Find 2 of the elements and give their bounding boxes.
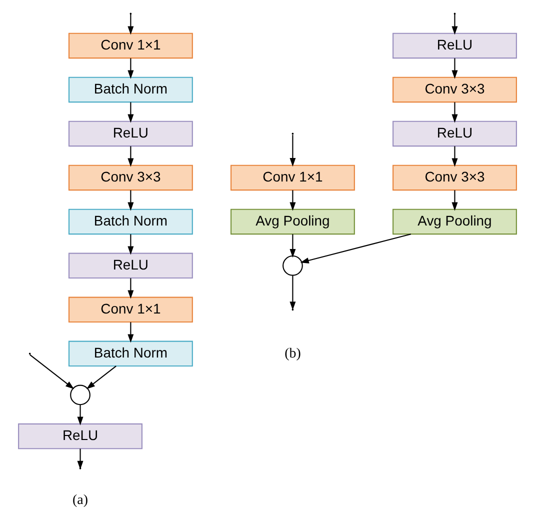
label: (a) [72,492,88,508]
label: (b) [284,346,301,361]
